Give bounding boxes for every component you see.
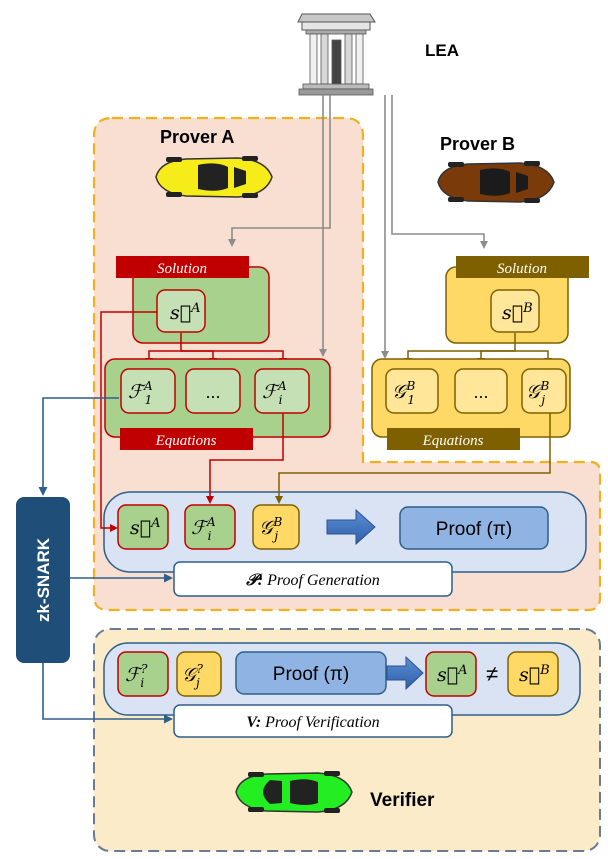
verif-solution-a-symbol: s⃗A: [437, 663, 468, 686]
prover-b-equations-tag: [387, 428, 520, 450]
prover-a-solution-tag: [116, 256, 249, 278]
verifier-car-icon: [235, 771, 353, 813]
proof-gen-proof-box: [399, 506, 549, 550]
prover-b-solution-tag: [456, 256, 589, 278]
prover-a-solution-symbol: s⃗A: [170, 301, 201, 324]
verif-arrow: [386, 655, 424, 691]
proof-gen-f-item: [184, 504, 236, 550]
prover-a-title: Prover A: [160, 127, 234, 147]
prover-a-car-icon: [155, 156, 273, 198]
verif-proof-label: Proof (π): [273, 664, 349, 685]
prover-a-equations-tag: [120, 428, 253, 450]
prover-b-solution-item: [490, 289, 540, 333]
proof-generation-label-box: [173, 561, 453, 597]
courthouse-icon: [297, 13, 376, 96]
proof-generation-label: 𝒫:Proof Generation: [245, 572, 380, 589]
verif-f-query: [117, 651, 169, 697]
prover-b-eq-dots: [454, 368, 508, 414]
lea-arrows: [228, 95, 488, 359]
proof-gen-proof-label: Proof (π): [436, 519, 512, 540]
prover-b-eq-dots-text: ...: [473, 382, 488, 402]
prover-b-car-icon: [437, 161, 555, 203]
proof-gen-solution-item: [117, 504, 169, 550]
verif-solution-b-symbol: s⃗B: [519, 663, 550, 686]
zk-snark-label: zk-SNARK: [34, 537, 53, 622]
verif-g-query-symbol: 𝒢?j: [182, 662, 204, 690]
prover-a-region: [92, 116, 602, 612]
prover-to-proof-arrows: [100, 311, 551, 532]
proof-gen-g-item: [252, 504, 300, 550]
verif-neq: ≠: [486, 661, 498, 686]
verifier-label: Verifier: [370, 790, 435, 811]
prover-a-solution-label: Solution: [157, 261, 207, 277]
prover-a-eq1: [120, 368, 176, 414]
prover-a-solution-item: [156, 289, 206, 333]
proof-verification-label-box: [173, 704, 453, 738]
prover-a-equations-label: Equations: [155, 433, 217, 449]
verif-solution-b: [507, 651, 559, 697]
prover-b-eq1: [385, 368, 439, 414]
prover-b-eq-j: [521, 368, 567, 414]
prover-b-solution-label: Solution: [497, 261, 547, 277]
prover-a-eq-i: [254, 368, 310, 414]
prover-b-title: Prover B: [440, 134, 515, 154]
verif-g-query: [176, 651, 222, 697]
proof-gen-arrow: [326, 508, 376, 546]
proof-gen-solution-symbol: s⃗A: [130, 516, 161, 539]
prover-b-equations-label: Equations: [422, 433, 484, 449]
prover-a-eq-dots: [185, 368, 241, 414]
verif-f-query-symbol: ℱ?i: [125, 662, 148, 690]
lea-label: LEA: [425, 41, 459, 60]
verif-proof-box: [235, 651, 387, 695]
prover-b-solution-symbol: s⃗B: [502, 301, 533, 324]
zk-snark-arrows: [38, 397, 173, 724]
prover-a-eq-dots-text: ...: [205, 382, 220, 402]
proof-verification-label: V:Proof Verification: [246, 714, 379, 731]
verif-solution-a: [425, 651, 477, 697]
zk-snark-box: [16, 497, 70, 663]
